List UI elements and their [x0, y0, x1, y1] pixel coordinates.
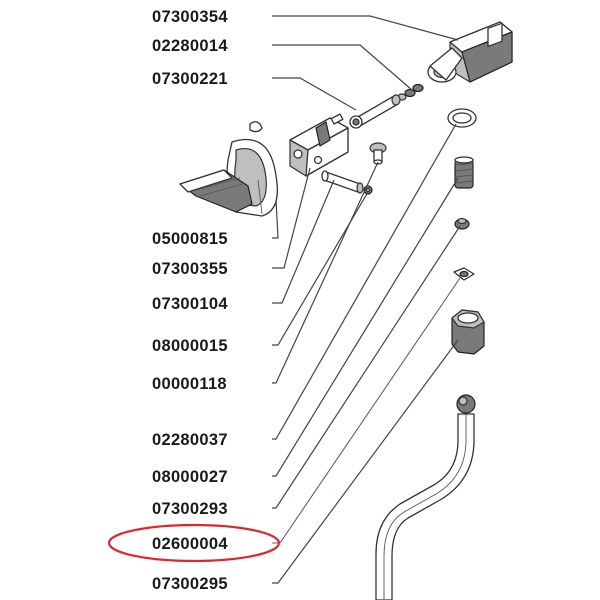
coil-spring-part [454, 156, 474, 189]
small-cap-part [454, 217, 470, 230]
leader-08000027 [272, 177, 459, 477]
leader-07300221 [272, 77, 357, 111]
part-label-07300221: 07300221 [152, 70, 228, 88]
part-label-02280014: 02280014 [152, 37, 228, 55]
part-label-07300293: 07300293 [152, 500, 228, 518]
long-pin-part [321, 170, 364, 194]
leader-02280037 [272, 123, 457, 440]
leader-07300104 [272, 179, 335, 304]
hex-nut-part [451, 309, 485, 355]
part-label-07300104: 07300104 [152, 295, 228, 313]
leader-lines [272, 15, 461, 584]
small-bolt-part [369, 142, 387, 165]
part-label-08000015: 08000015 [152, 337, 228, 355]
bent-tube-part [375, 394, 476, 600]
bracket-housing-part [427, 21, 513, 83]
part-label-07300295: 07300295 [152, 575, 228, 593]
leader-07300293 [272, 225, 461, 509]
clevis-block-part [289, 113, 349, 177]
part-labels: 07300354 02280014 07300221 05000815 0730… [152, 8, 228, 593]
leader-08000015 [272, 191, 369, 346]
square-washer-part [453, 267, 475, 281]
leader-05000815 [272, 199, 279, 239]
part-label-08000027: 08000027 [152, 468, 228, 486]
small-spring-part [397, 83, 424, 101]
part-label-02600004: 02600004 [152, 535, 228, 553]
gasket-ring-part [447, 108, 477, 128]
highlight-ellipse [107, 523, 281, 563]
part-label-00000118: 00000118 [152, 375, 227, 393]
lever-handle-part [179, 121, 279, 217]
shaft-pin-part [349, 94, 401, 129]
leader-07300295 [272, 339, 459, 584]
leader-02280014 [272, 44, 413, 91]
part-label-07300355: 07300355 [152, 260, 228, 278]
part-label-07300354: 07300354 [152, 8, 228, 26]
part-label-05000815: 05000815 [152, 230, 228, 248]
leader-00000118 [272, 161, 379, 384]
leader-07300354 [272, 15, 459, 41]
leader-07300355 [272, 167, 311, 269]
part-label-02280037: 02280037 [152, 431, 228, 449]
